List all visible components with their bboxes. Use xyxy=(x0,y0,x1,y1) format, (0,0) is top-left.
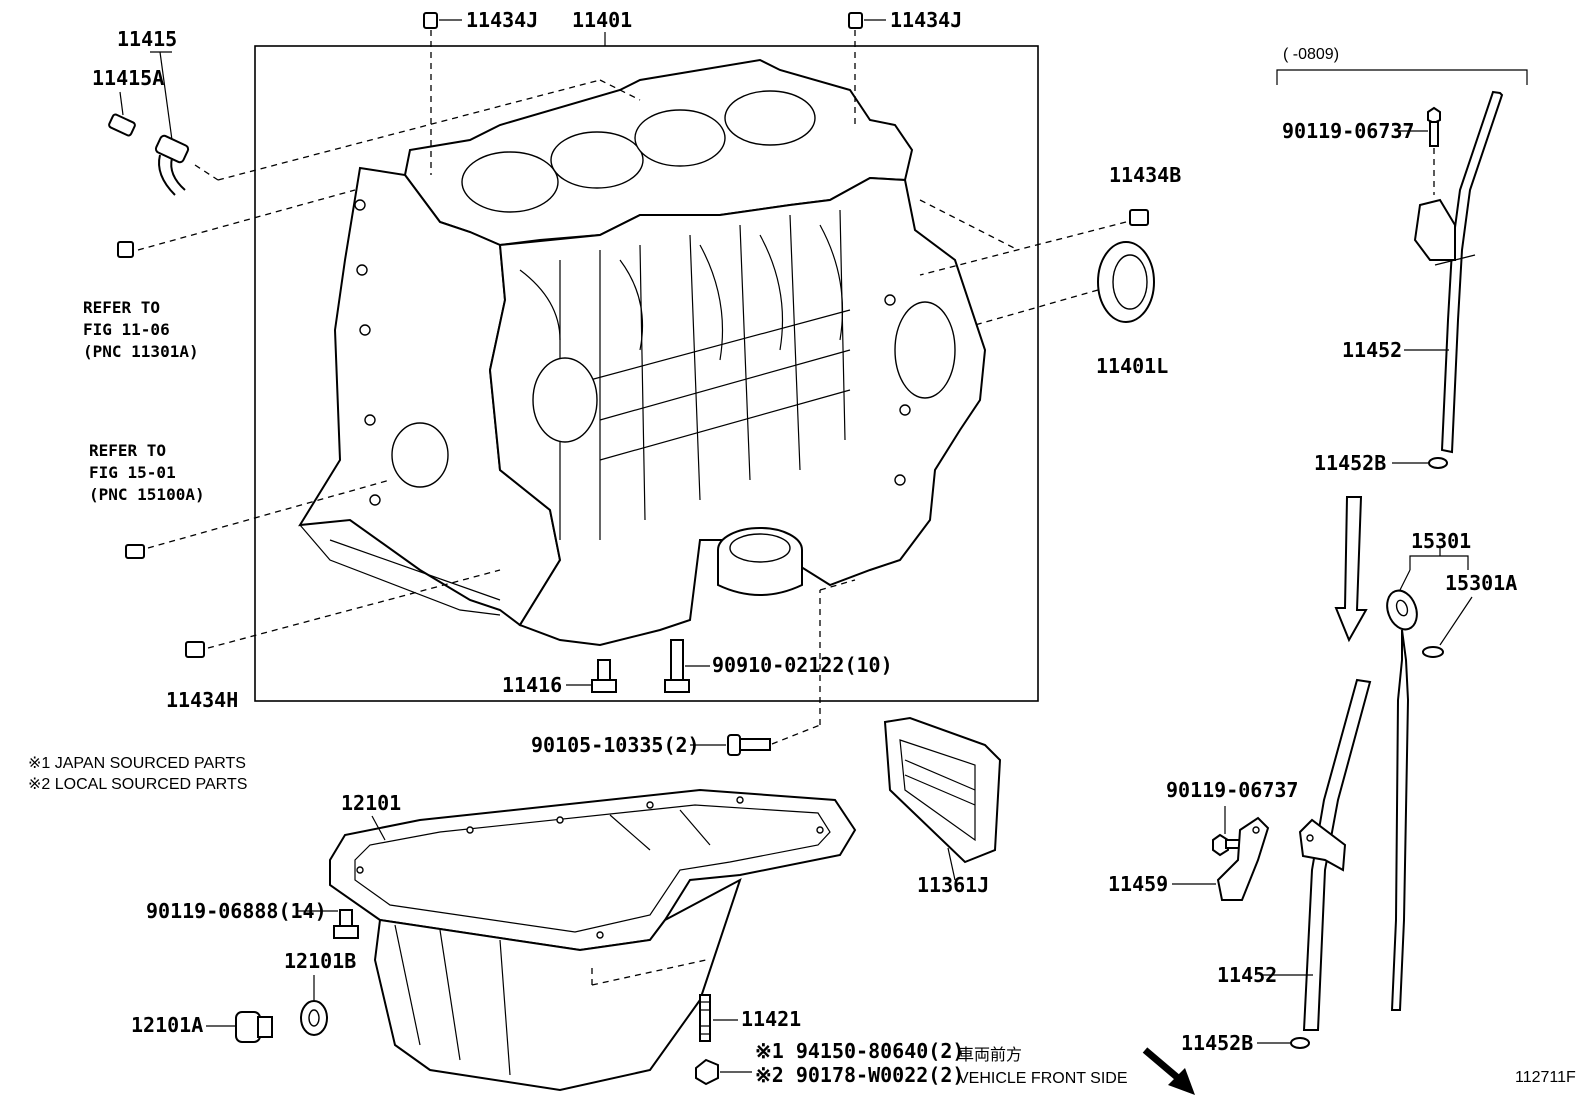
dipstick-guide-11452-bottom xyxy=(1298,678,1372,1031)
ref1-line1: REFER TO xyxy=(83,298,160,317)
oil-pan-12101 xyxy=(329,788,857,1092)
bracket-11459 xyxy=(1216,816,1270,901)
label-94150: ※1 94150-80640(2) xyxy=(755,1039,964,1063)
label-90119-06737-top: 90119-06737 xyxy=(1282,119,1414,143)
label-11452b-top: 11452B xyxy=(1314,451,1386,475)
plug-11434b xyxy=(1129,209,1149,226)
plug-11434h xyxy=(185,641,205,658)
label-90119-06888: 90119-06888(14) xyxy=(146,899,327,923)
bolt-90119-06737-bottom xyxy=(1212,833,1247,857)
label-11401l: 11401L xyxy=(1096,354,1168,378)
label-11361j: 11361J xyxy=(917,873,989,897)
o-ring-11452b-bottom xyxy=(1290,1037,1310,1049)
label-11452-bottom: 11452 xyxy=(1217,963,1277,987)
ref2-line3: (PNC 15100A) xyxy=(89,485,205,504)
label-11452b-bottom: 11452B xyxy=(1181,1031,1253,1055)
label-11415: 11415 xyxy=(117,27,177,51)
ref1-line3: (PNC 11301A) xyxy=(83,342,199,361)
block-assembly-frame xyxy=(254,45,1039,702)
figure-id: 112711F xyxy=(1515,1069,1576,1086)
cylinder-block xyxy=(298,58,987,647)
label-15301a: 15301A xyxy=(1445,571,1517,595)
label-90910: 90910-02122(10) xyxy=(712,653,893,677)
label-11434b: 11434B xyxy=(1109,163,1181,187)
ref2-line1: REFER TO xyxy=(89,441,166,460)
note-japan-sourced: ※1 JAPAN SOURCED PARTS xyxy=(28,755,246,772)
plug-left-lower xyxy=(125,544,145,559)
date-range: ( -0809) xyxy=(1283,46,1339,63)
oil-seal-11401l xyxy=(1097,241,1155,323)
o-ring-15301a xyxy=(1422,646,1444,658)
plug-11434j-right xyxy=(848,12,886,125)
label-11459: 11459 xyxy=(1108,872,1168,896)
bolt-90910 xyxy=(664,639,690,693)
ref2-line2: FIG 15-01 xyxy=(89,463,176,482)
bolt-90105 xyxy=(727,734,771,756)
baffle-11361j xyxy=(883,716,1002,864)
dipstick-15301 xyxy=(1386,589,1418,1011)
label-11434j-right: 11434J xyxy=(890,8,962,32)
drain-plug-12101a xyxy=(235,1011,273,1043)
sensor-11415 xyxy=(108,113,190,196)
front-arrow-icon xyxy=(1142,1047,1195,1095)
label-11421: 11421 xyxy=(741,1007,801,1031)
label-12101: 12101 xyxy=(341,791,401,815)
plug-11434j-left xyxy=(423,12,462,175)
date-range-bracket xyxy=(1276,69,1528,85)
label-11416: 11416 xyxy=(502,673,562,697)
nut-94150 xyxy=(695,1058,719,1086)
label-90105: 90105-10335(2) xyxy=(531,733,700,757)
label-12101a: 12101A xyxy=(131,1013,203,1037)
stud-11421 xyxy=(699,994,711,1042)
label-11434h: 11434H xyxy=(166,688,238,712)
label-11434j-left: 11434J xyxy=(466,8,538,32)
bolt-90119-06737-top xyxy=(1427,106,1441,147)
washer-12101b xyxy=(300,1000,328,1036)
bolt-90119-06888 xyxy=(333,909,359,939)
ref1-line2: FIG 11-06 xyxy=(83,320,170,339)
plug-left-upper xyxy=(117,241,134,258)
label-11415a: 11415A xyxy=(92,66,164,90)
bracket-15301 xyxy=(1409,548,1469,570)
label-11452-top: 11452 xyxy=(1342,338,1402,362)
note-local-sourced: ※2 LOCAL SOURCED PARTS xyxy=(28,776,247,793)
label-90178: ※2 90178-W0022(2) xyxy=(755,1063,964,1087)
label-15301: 15301 xyxy=(1411,529,1471,553)
o-ring-11452b-top xyxy=(1428,457,1448,469)
down-arrow-icon xyxy=(1334,496,1368,643)
front-side-japanese: 車両前方 xyxy=(958,1046,1022,1064)
label-12101b: 12101B xyxy=(284,949,356,973)
front-side-english: VEHICLE FRONT SIDE xyxy=(958,1070,1128,1087)
bolt-11416 xyxy=(591,659,617,693)
label-90119-06737-bottom: 90119-06737 xyxy=(1166,778,1298,802)
label-11401: 11401 xyxy=(572,8,632,32)
dipstick-guide-11452-top xyxy=(1413,90,1504,454)
